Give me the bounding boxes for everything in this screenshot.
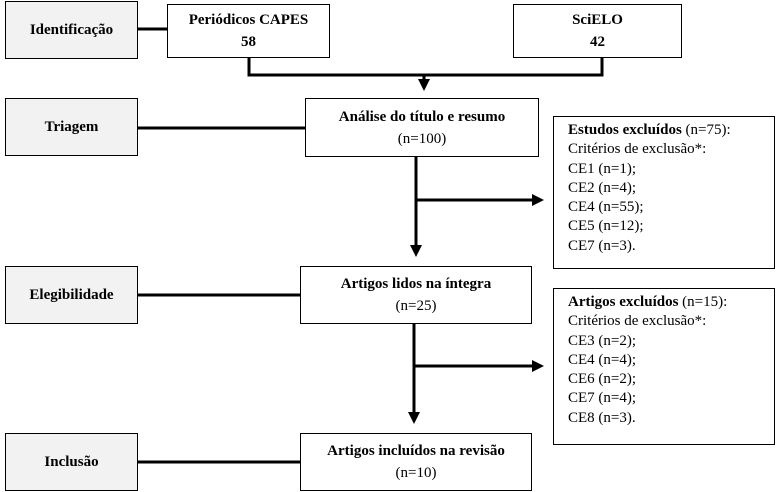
step-inclusao-title: Artigos incluídos na revisão	[327, 443, 505, 459]
source-scielo-title: SciELO	[572, 12, 623, 28]
exclusion-item: CE5 (n=12);	[568, 218, 644, 235]
exclusion-elegibilidade-box: Artigos excluídos (n=15): Critérios de e…	[553, 288, 775, 445]
exclusion-triagem-header: Estudos excluídos (n=75):	[568, 122, 731, 138]
exclusion-item: CE1 (n=1);	[568, 160, 637, 177]
step-elegibilidade-box: Artigos lidos na íntegra (n=25)	[300, 266, 532, 324]
exclusion-item: CE3 (n=2);	[568, 332, 637, 349]
stage-identificacao: Identificação	[5, 1, 138, 59]
stage-triagem: Triagem	[5, 98, 138, 156]
source-capes-title: Periódicos CAPES	[188, 12, 309, 28]
exclusion-item: CE8 (n=3).	[568, 409, 636, 426]
source-scielo-count: 42	[590, 34, 605, 50]
step-inclusao-count: (n=10)	[395, 465, 437, 481]
exclusion-elegibilidade-criteria-label: Critérios de exclusão*:	[568, 313, 707, 330]
source-scielo-box: SciELO 42	[513, 4, 682, 58]
step-elegibilidade-title: Artigos lidos na íntegra	[340, 276, 492, 292]
step-triagem-title: Análise do título e resumo	[338, 108, 506, 125]
exclusion-item: CE4 (n=55);	[568, 199, 644, 216]
source-capes-box: Periódicos CAPES 58	[167, 4, 330, 58]
exclusion-triagem-box: Estudos excluídos (n=75): Critérios de e…	[553, 116, 775, 269]
exclusion-item: CE2 (n=4);	[568, 179, 637, 196]
step-triagem-count: (n=100)	[397, 130, 447, 147]
source-capes-count: 58	[241, 34, 256, 50]
step-elegibilidade-count: (n=25)	[395, 298, 437, 314]
exclusion-elegibilidade-header: Artigos excluídos (n=15):	[568, 294, 728, 310]
exclusion-triagem-criteria-label: Critérios de exclusão*:	[568, 141, 707, 158]
stage-elegibilidade: Elegibilidade	[5, 266, 138, 324]
exclusion-item: CE7 (n=4);	[568, 390, 637, 407]
exclusion-item: CE4 (n=4);	[568, 351, 637, 368]
step-inclusao-box: Artigos incluídos na revisão (n=10)	[300, 433, 532, 491]
exclusion-item: CE6 (n=2);	[568, 371, 637, 388]
step-triagem-box: Análise do título e resumo (n=100)	[305, 98, 539, 157]
exclusion-item: CE7 (n=3).	[568, 237, 636, 254]
stage-inclusao: Inclusão	[5, 433, 138, 491]
